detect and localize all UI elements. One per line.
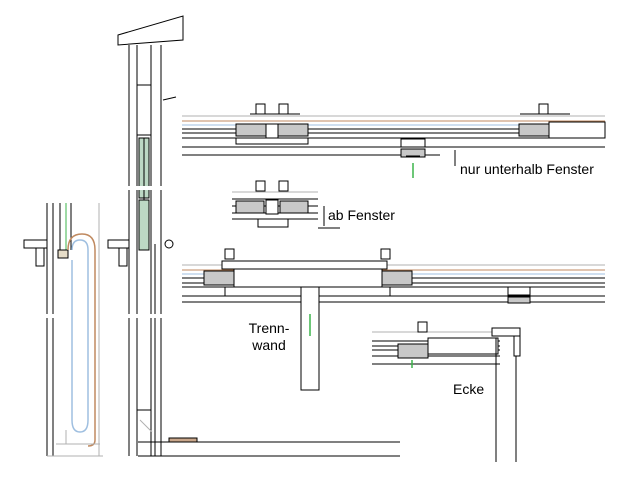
section-from-window	[232, 180, 340, 229]
label-from-window: ab Fenster	[328, 207, 395, 223]
label-below-window: nur unterhalb Fenster	[460, 161, 594, 177]
label-partition-wall-line1: Trenn-	[248, 320, 290, 336]
section-partition-wall	[182, 248, 605, 391]
label-partition-wall-line2: wand	[252, 337, 286, 353]
left-vertical-section	[23, 203, 103, 457]
section-below-window	[182, 103, 606, 178]
section-corner	[372, 321, 521, 462]
pipe-blue	[71, 239, 89, 433]
tall-vertical-section	[107, 15, 400, 457]
label-corner: Ecke	[453, 381, 485, 397]
